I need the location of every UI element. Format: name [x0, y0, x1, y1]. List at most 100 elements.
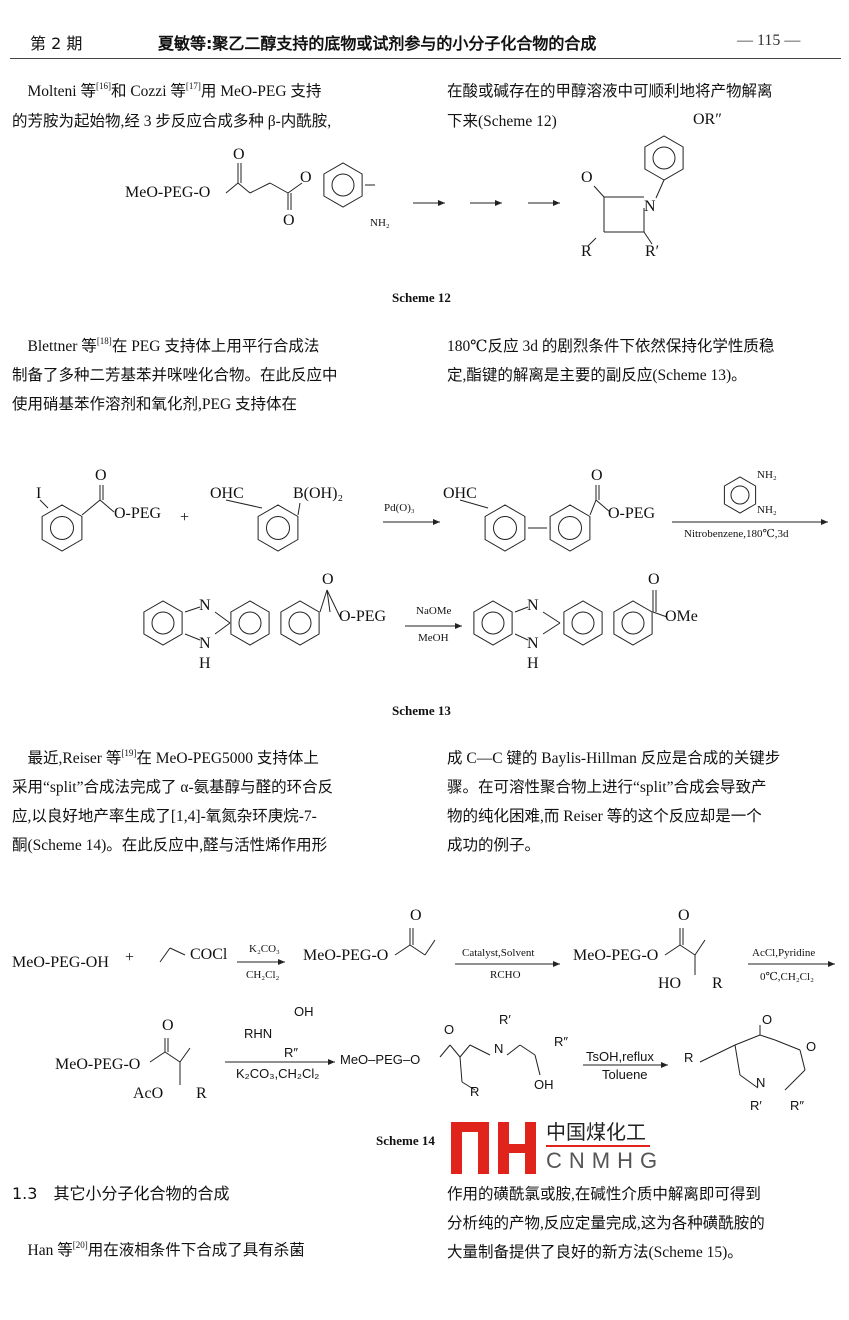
- text-line: 物的纯化困难,而 Reiser 等的这个反应却是一个: [447, 804, 762, 826]
- bond: [734, 1044, 741, 1076]
- bond: [459, 499, 489, 509]
- text-line: 分析纯的产物,反应定量完成,这为各种磺酰胺的: [447, 1211, 765, 1233]
- scheme12-label: R: [581, 243, 592, 260]
- text-line: 作用的磺酰氯或胺,在碱性介质中解离即可得到: [447, 1182, 761, 1204]
- bond: [461, 1081, 476, 1091]
- scheme13-label: O-PEG: [608, 505, 656, 522]
- page-number: — 115 —: [737, 32, 801, 49]
- bond: [39, 499, 49, 509]
- scheme13-label: OMe: [665, 608, 698, 625]
- bond: [542, 622, 561, 635]
- citation-ref: [20]: [72, 1240, 88, 1250]
- aromatic-circle: [266, 516, 290, 540]
- bond: [326, 589, 331, 613]
- text-span: 的芳胺为起始物,经 3 步反应合成多种 β-内酰胺,: [12, 113, 332, 130]
- bond: [449, 1044, 461, 1058]
- scheme14-label: CH₂Cl₂: [246, 969, 280, 981]
- text-span: 制备了多种二芳基苯并咪唑化合物。在此反应中: [12, 367, 338, 384]
- text-line: 180℃反应 3d 的剧烈条件下依然保持化学性质稳: [447, 334, 774, 356]
- text-span: 最近,Reiser 等: [12, 750, 122, 767]
- bond: [652, 611, 668, 618]
- scheme14-label: MeO-PEG-OH: [12, 954, 109, 971]
- bond: [459, 1056, 463, 1083]
- scheme14-label: K₂CO₃: [249, 943, 280, 955]
- text-line: 在酸或碱存在的甲醇溶液中可顺利地将产物解离: [447, 79, 773, 101]
- bond: [469, 1044, 491, 1056]
- bond: [225, 499, 263, 509]
- aromatic-circle: [730, 485, 750, 505]
- scheme13-label: OHC: [210, 485, 244, 502]
- bond: [169, 947, 186, 956]
- bond: [514, 633, 529, 641]
- scheme14-label: AcO: [133, 1085, 164, 1102]
- benzene-ring: [723, 476, 757, 514]
- scheme12-label: NH₂: [370, 217, 390, 229]
- scheme-12-caption: Scheme 12: [392, 290, 451, 305]
- bond: [542, 611, 561, 624]
- text-span: 成 C—C 键的 Baylis-Hillman 反应是合成的关键步: [447, 750, 781, 767]
- scheme14-label: OH: [294, 1004, 314, 1019]
- text-line: 制备了多种二芳基苯并咪唑化合物。在此反应中: [12, 363, 338, 385]
- bond: [739, 1074, 759, 1089]
- bond: [149, 1051, 166, 1063]
- scheme13-label: Nitrobenzene,180℃,3d: [684, 528, 789, 540]
- arrow-head: [278, 959, 285, 965]
- bond: [164, 1051, 181, 1063]
- aromatic-circle: [238, 611, 262, 635]
- scheme13-label: O: [322, 571, 334, 588]
- text-span: 物的纯化困难,而 Reiser 等的这个反应却是一个: [447, 808, 762, 825]
- scheme14-label: R′: [750, 1098, 762, 1113]
- scheme14-label: TsOH,reflux: [586, 1049, 654, 1064]
- text-span: Molteni 等: [12, 83, 96, 100]
- text-line: Molteni 等[16]和 Cozzi 等[17]用 MeO-PEG 支持: [12, 79, 322, 101]
- scheme13-label: N: [199, 635, 211, 652]
- bond: [459, 1044, 471, 1058]
- bond: [99, 499, 115, 513]
- text-line: Han 等[20]用在液相条件下合成了具有杀菌: [12, 1238, 305, 1260]
- arrow-head: [433, 519, 440, 525]
- bond: [394, 944, 411, 956]
- scheme12-label: O: [233, 146, 245, 163]
- text-span: 在酸或碱存在的甲醇溶液中可顺利地将产物解离: [447, 83, 773, 100]
- scheme14-label: HO: [658, 975, 682, 992]
- text-span: Blettner 等: [12, 338, 97, 355]
- scheme14-label: O: [678, 907, 690, 924]
- bond: [595, 499, 611, 513]
- scheme14-label: R′: [499, 1012, 511, 1027]
- text-line: 的芳胺为起始物,经 3 步反应合成多种 β-内酰胺,: [12, 109, 331, 131]
- scheme12-label: O: [283, 212, 295, 229]
- aromatic-circle: [571, 611, 595, 635]
- arrow-head: [328, 1059, 335, 1065]
- scheme13-label: MeOH: [418, 632, 449, 644]
- benzene-ring: [257, 504, 299, 552]
- scheme13-label: O-PEG: [114, 505, 162, 522]
- citation-ref: [16]: [95, 81, 111, 91]
- scheme13-label: O-PEG: [339, 608, 387, 625]
- bond: [237, 182, 251, 194]
- text-span: 和 Cozzi 等: [110, 83, 186, 100]
- aromatic-circle: [50, 516, 74, 540]
- text-span: 骤。在可溶性聚合物上进行“split”合成会导致产: [447, 779, 767, 796]
- running-title: 夏敏等:聚乙二醇支持的底物或试剂参与的小分子化合物的合成: [158, 34, 597, 53]
- aromatic-circle: [288, 611, 312, 635]
- bond: [694, 939, 706, 956]
- text-line: 采用“split”合成法完成了 α-氨基醇与醛的环合反: [12, 775, 333, 797]
- bond: [643, 231, 653, 245]
- arrow-head: [821, 519, 828, 525]
- bond: [424, 939, 436, 956]
- bond: [593, 185, 605, 198]
- bond: [297, 502, 301, 516]
- text-line: 大量制备提供了良好的新方法(Scheme 15)。: [447, 1240, 743, 1262]
- text-span: 定,酯键的解离是主要的副反应(Scheme 13)。: [447, 367, 747, 384]
- scheme13-label: O: [591, 467, 603, 484]
- scheme14-label: Catalyst,Solvent: [462, 947, 535, 959]
- arrow-head: [438, 200, 445, 206]
- scheme14-label: MeO-PEG-O: [573, 947, 659, 964]
- scheme14-label: N: [494, 1041, 504, 1056]
- scheme13-label: H: [199, 655, 211, 672]
- text-span: 使用硝基苯作溶剂和氧化剂,PEG 支持体在: [12, 396, 298, 413]
- arrow-head: [661, 1062, 668, 1068]
- bond: [774, 1039, 801, 1051]
- bond: [519, 1044, 536, 1056]
- bond: [81, 499, 101, 516]
